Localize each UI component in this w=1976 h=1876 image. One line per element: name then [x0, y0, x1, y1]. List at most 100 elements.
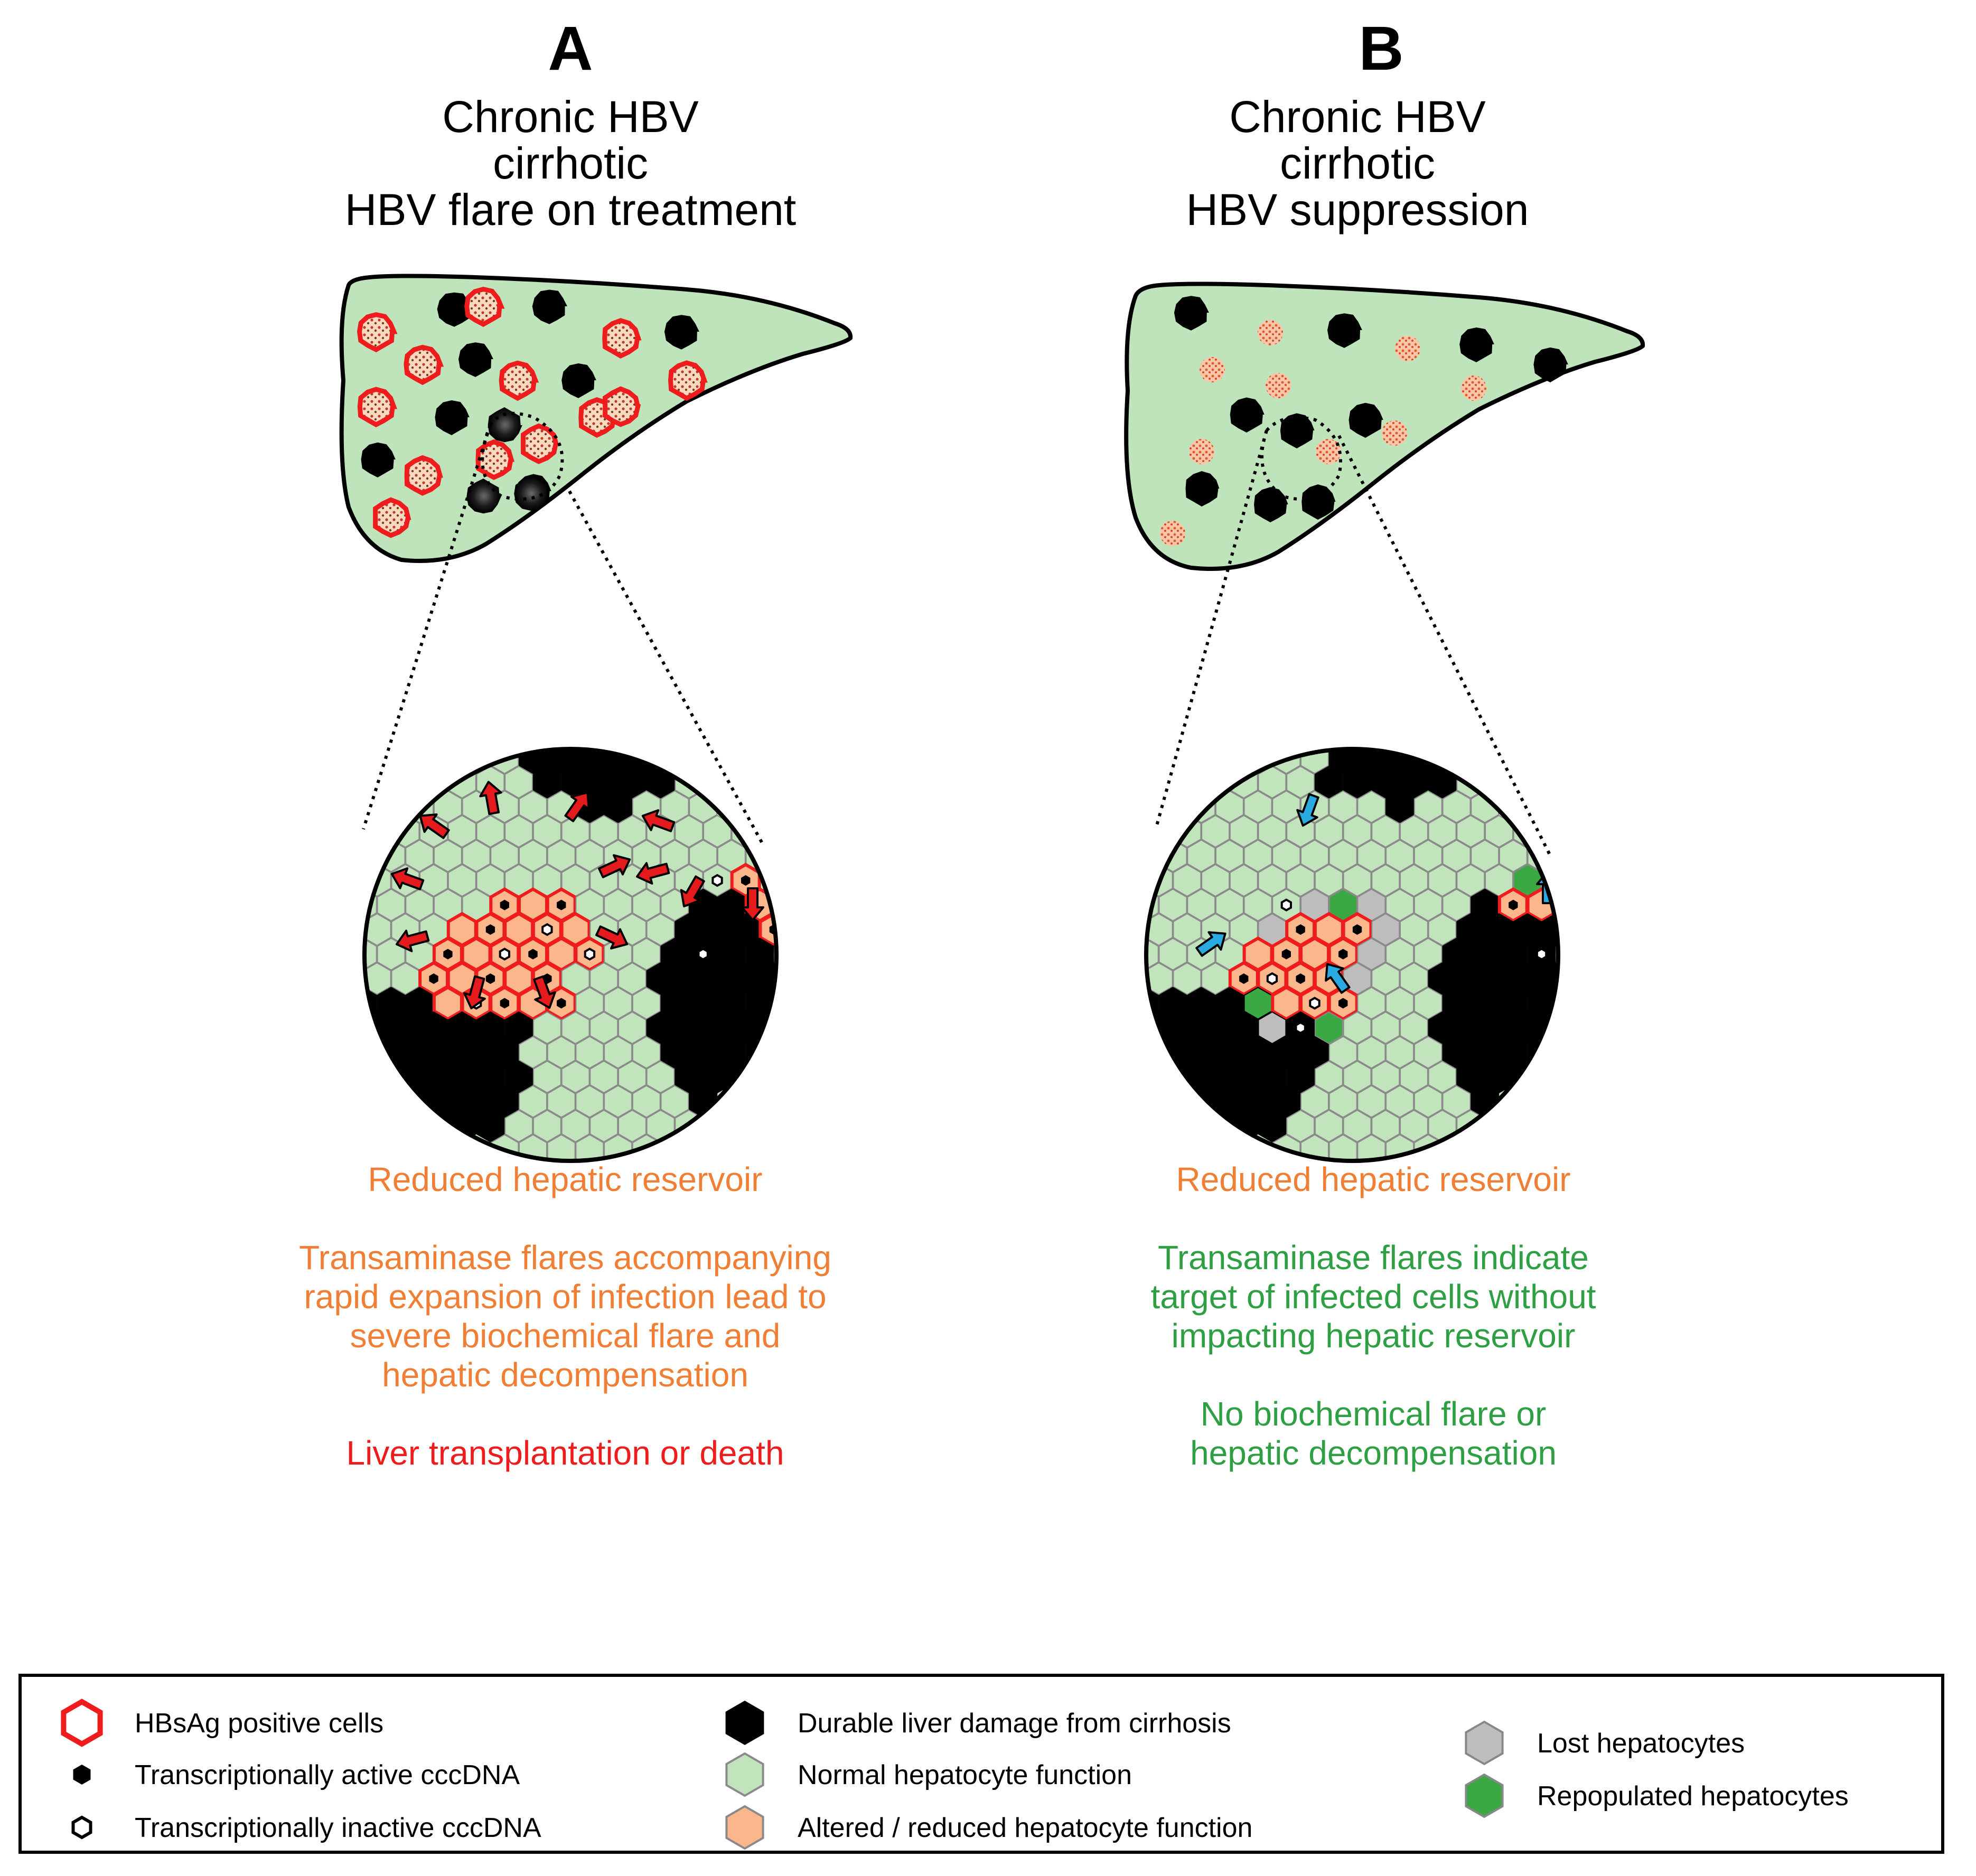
active-cccdna-dot [1281, 949, 1291, 960]
active-cccdna-dot [1338, 998, 1348, 1009]
panel-a-title-line-1: Chronic HBV [442, 92, 699, 142]
cirrhosis-damage-cell [1272, 1085, 1301, 1118]
normal-hepatocyte [1357, 1085, 1386, 1118]
suppressed-infection-spot [1382, 420, 1407, 446]
normal-hepatocyte [1343, 1011, 1372, 1045]
normal-hepatocyte [646, 913, 675, 946]
cirrhosis-damage-cell [1499, 937, 1528, 971]
hbsag-lesion [357, 312, 398, 353]
hbsag-lesion [602, 318, 642, 359]
cirrhosis-damage-cell [660, 987, 689, 1020]
flare-lesion [488, 407, 522, 443]
normal-hepatocyte [364, 937, 377, 971]
normal-hepatocyte [1229, 864, 1258, 897]
normal-hepatocyte [618, 962, 647, 996]
normal-hepatocyte [1471, 839, 1500, 873]
normal-hepatocyte [490, 839, 519, 873]
cirrhosis-damage-cell [1215, 1036, 1244, 1069]
normal-hepatocyte [1357, 790, 1386, 823]
inactive-cccdna-dot [1266, 972, 1278, 986]
normal-hepatocyte [1272, 839, 1301, 873]
normal-hepatocyte [447, 864, 476, 897]
cirrhosis-damage-cell [675, 913, 704, 946]
normal-hepatocyte [1328, 839, 1357, 873]
normal-hepatocyte [1314, 864, 1343, 897]
normal-hepatocyte [405, 839, 434, 873]
flare-arrow [479, 781, 502, 815]
normal-hepatocyte [589, 1060, 619, 1094]
normal-hepatocyte [1428, 1060, 1457, 1094]
normal-hepatocyte [561, 1011, 590, 1045]
cirrhosis-damage-cell [1471, 1036, 1500, 1069]
damage-lesion [1230, 397, 1265, 433]
normal-hepatocyte [1385, 888, 1415, 922]
normal-hepatocyte [1229, 814, 1258, 848]
normal-hepatocyte [504, 765, 533, 799]
normal-hepatocyte [1385, 937, 1415, 971]
normal-hepatocyte [575, 839, 604, 873]
normal-hepatocyte [618, 1060, 647, 1094]
normal-hepatocyte [1428, 814, 1457, 848]
normal-hepatocyte [1300, 1085, 1329, 1118]
cirrhosis-damage-cell [675, 1060, 704, 1094]
normal-hepatocyte [1442, 839, 1471, 873]
cirrhosis-damage-cell [1485, 913, 1513, 946]
damage-lesion [1185, 471, 1220, 506]
normal-hepatocyte [1385, 1085, 1415, 1118]
normal-hepatocyte [589, 1011, 619, 1045]
panel-a-title-line-2: cirrhotic [493, 138, 648, 188]
normal-hepatocyte [1485, 814, 1513, 848]
panel-b-title-line-3: HBV suppression [1186, 185, 1529, 234]
normal-hepatocyte [618, 1109, 647, 1143]
active-cccdna-dot [557, 899, 566, 911]
normal-hepatocyte [519, 839, 547, 873]
cirrhosis-damage-cell [604, 790, 633, 823]
cirrhosis-damage-cell [703, 913, 732, 946]
normal-hepatocyte [589, 962, 619, 996]
legend-label: HBsAg positive cells [135, 1708, 383, 1739]
normal-hepatocyte [1413, 1036, 1443, 1069]
hbsag-lesion [464, 286, 505, 327]
repopulation-arrow [1474, 756, 1502, 785]
normal-hepatocyte [632, 937, 661, 971]
panel-a-letter: A [548, 14, 593, 83]
normal-hepatocyte [1442, 888, 1471, 922]
cirrhosis-damage-cell [1158, 987, 1187, 1020]
legend-label: Normal hepatocyte function [798, 1760, 1132, 1790]
hbsag-lesion [668, 360, 708, 401]
cirrhosis-damage-cell [1243, 1085, 1272, 1118]
suppressed-infection-spot [1316, 439, 1341, 464]
black-hexagon-small-icon [73, 1765, 91, 1785]
cirrhosis-damage-cell [1187, 1036, 1216, 1069]
normal-hepatocyte [1371, 962, 1400, 996]
normal-hepatocyte [1314, 1060, 1343, 1094]
normal-hepatocyte [1456, 864, 1485, 897]
damage-lesion [361, 442, 396, 477]
inactive-cccdna-dot [1309, 997, 1321, 1010]
active-cccdna-dot [500, 998, 509, 1009]
active-cccdna-dot [485, 973, 495, 984]
normal-hepatocyte [604, 1036, 633, 1069]
caption-line: impacting hepatic reservoir [1172, 1317, 1576, 1355]
cirrhosis-damage-cell [1513, 913, 1542, 946]
cirrhosis-damage-cell [561, 765, 590, 799]
cirrhosis-damage-cell [433, 1036, 462, 1069]
repopulated-hepatocyte [1314, 1011, 1343, 1045]
panel-b-letter: B [1359, 14, 1403, 83]
cirrhosis-damage-cell [490, 1036, 519, 1069]
normal-hepatocyte [604, 1085, 633, 1118]
lost-hepatocyte [1258, 1011, 1287, 1045]
normal-hepatocyte [675, 814, 704, 848]
normal-hepatocyte [1499, 839, 1528, 873]
normal-hepatocyte [433, 839, 462, 873]
cirrhosis-damage-cell [476, 1060, 505, 1094]
normal-hepatocyte [1385, 839, 1415, 873]
cirrhosis-damage-cell [1173, 1011, 1202, 1045]
cirrhosis-damage-cell [1400, 765, 1428, 799]
active-cccdna-dot [443, 949, 453, 960]
liver-a-lesions [357, 286, 708, 538]
hbsag-lesion [499, 360, 539, 401]
normal-hepatocyte [1357, 987, 1386, 1020]
normal-hepatocyte [632, 888, 661, 922]
